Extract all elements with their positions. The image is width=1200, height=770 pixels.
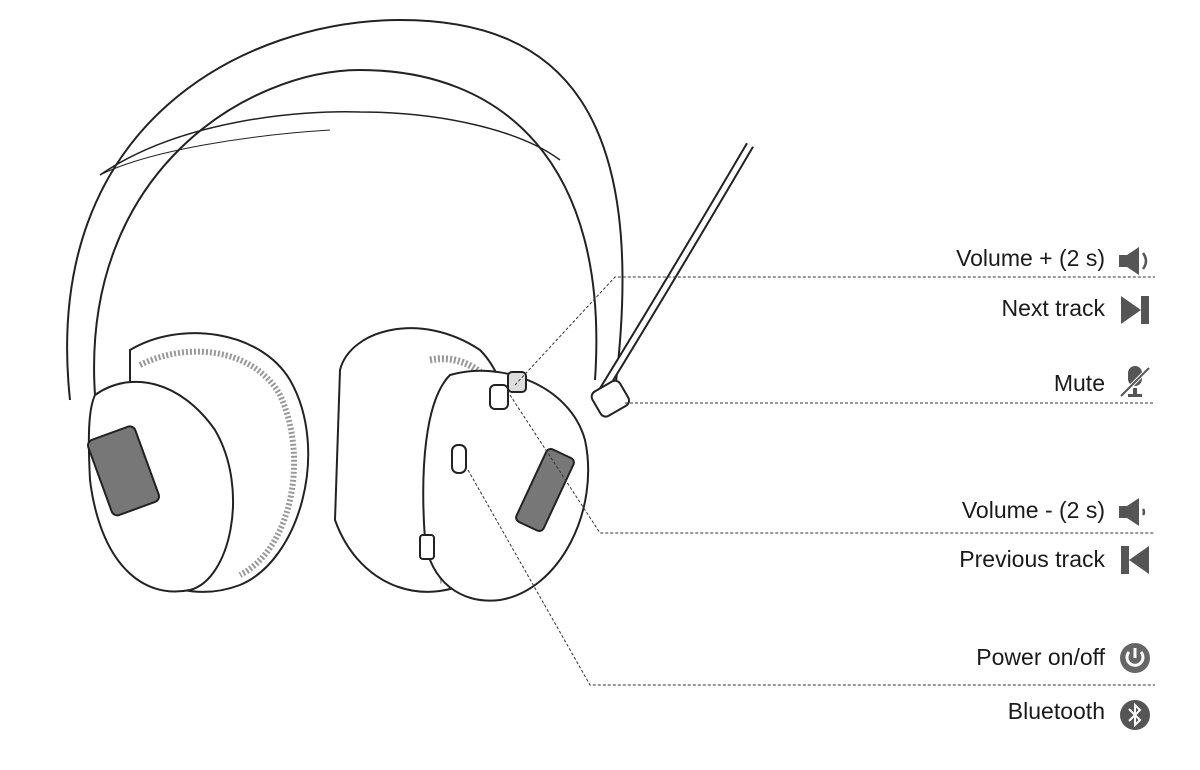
label-power: Power on/off [976, 644, 1105, 670]
label-mute: Mute [1053, 370, 1105, 396]
label-next-track: Next track [1001, 295, 1105, 321]
leader-lines [467, 276, 1155, 686]
leader-volume-up [514, 276, 1155, 386]
next-track-icon [1121, 296, 1149, 324]
bluetooth-icon [1120, 700, 1150, 730]
speaker-loud-icon [1119, 247, 1148, 275]
headband-outer [66, 18, 624, 401]
label-volume-down: Volume - (2 s) [961, 497, 1105, 523]
leader-power [467, 469, 1155, 686]
headband-inner [93, 68, 598, 396]
previous-track-icon [1121, 546, 1149, 574]
mute-microphone-icon [1119, 366, 1151, 398]
label-volume-up: Volume + (2 s) [956, 245, 1105, 271]
label-bluetooth: Bluetooth [1007, 698, 1105, 724]
power-icon [1120, 643, 1150, 673]
speaker-quiet-icon [1119, 498, 1146, 526]
label-previous-track: Previous track [959, 546, 1105, 572]
